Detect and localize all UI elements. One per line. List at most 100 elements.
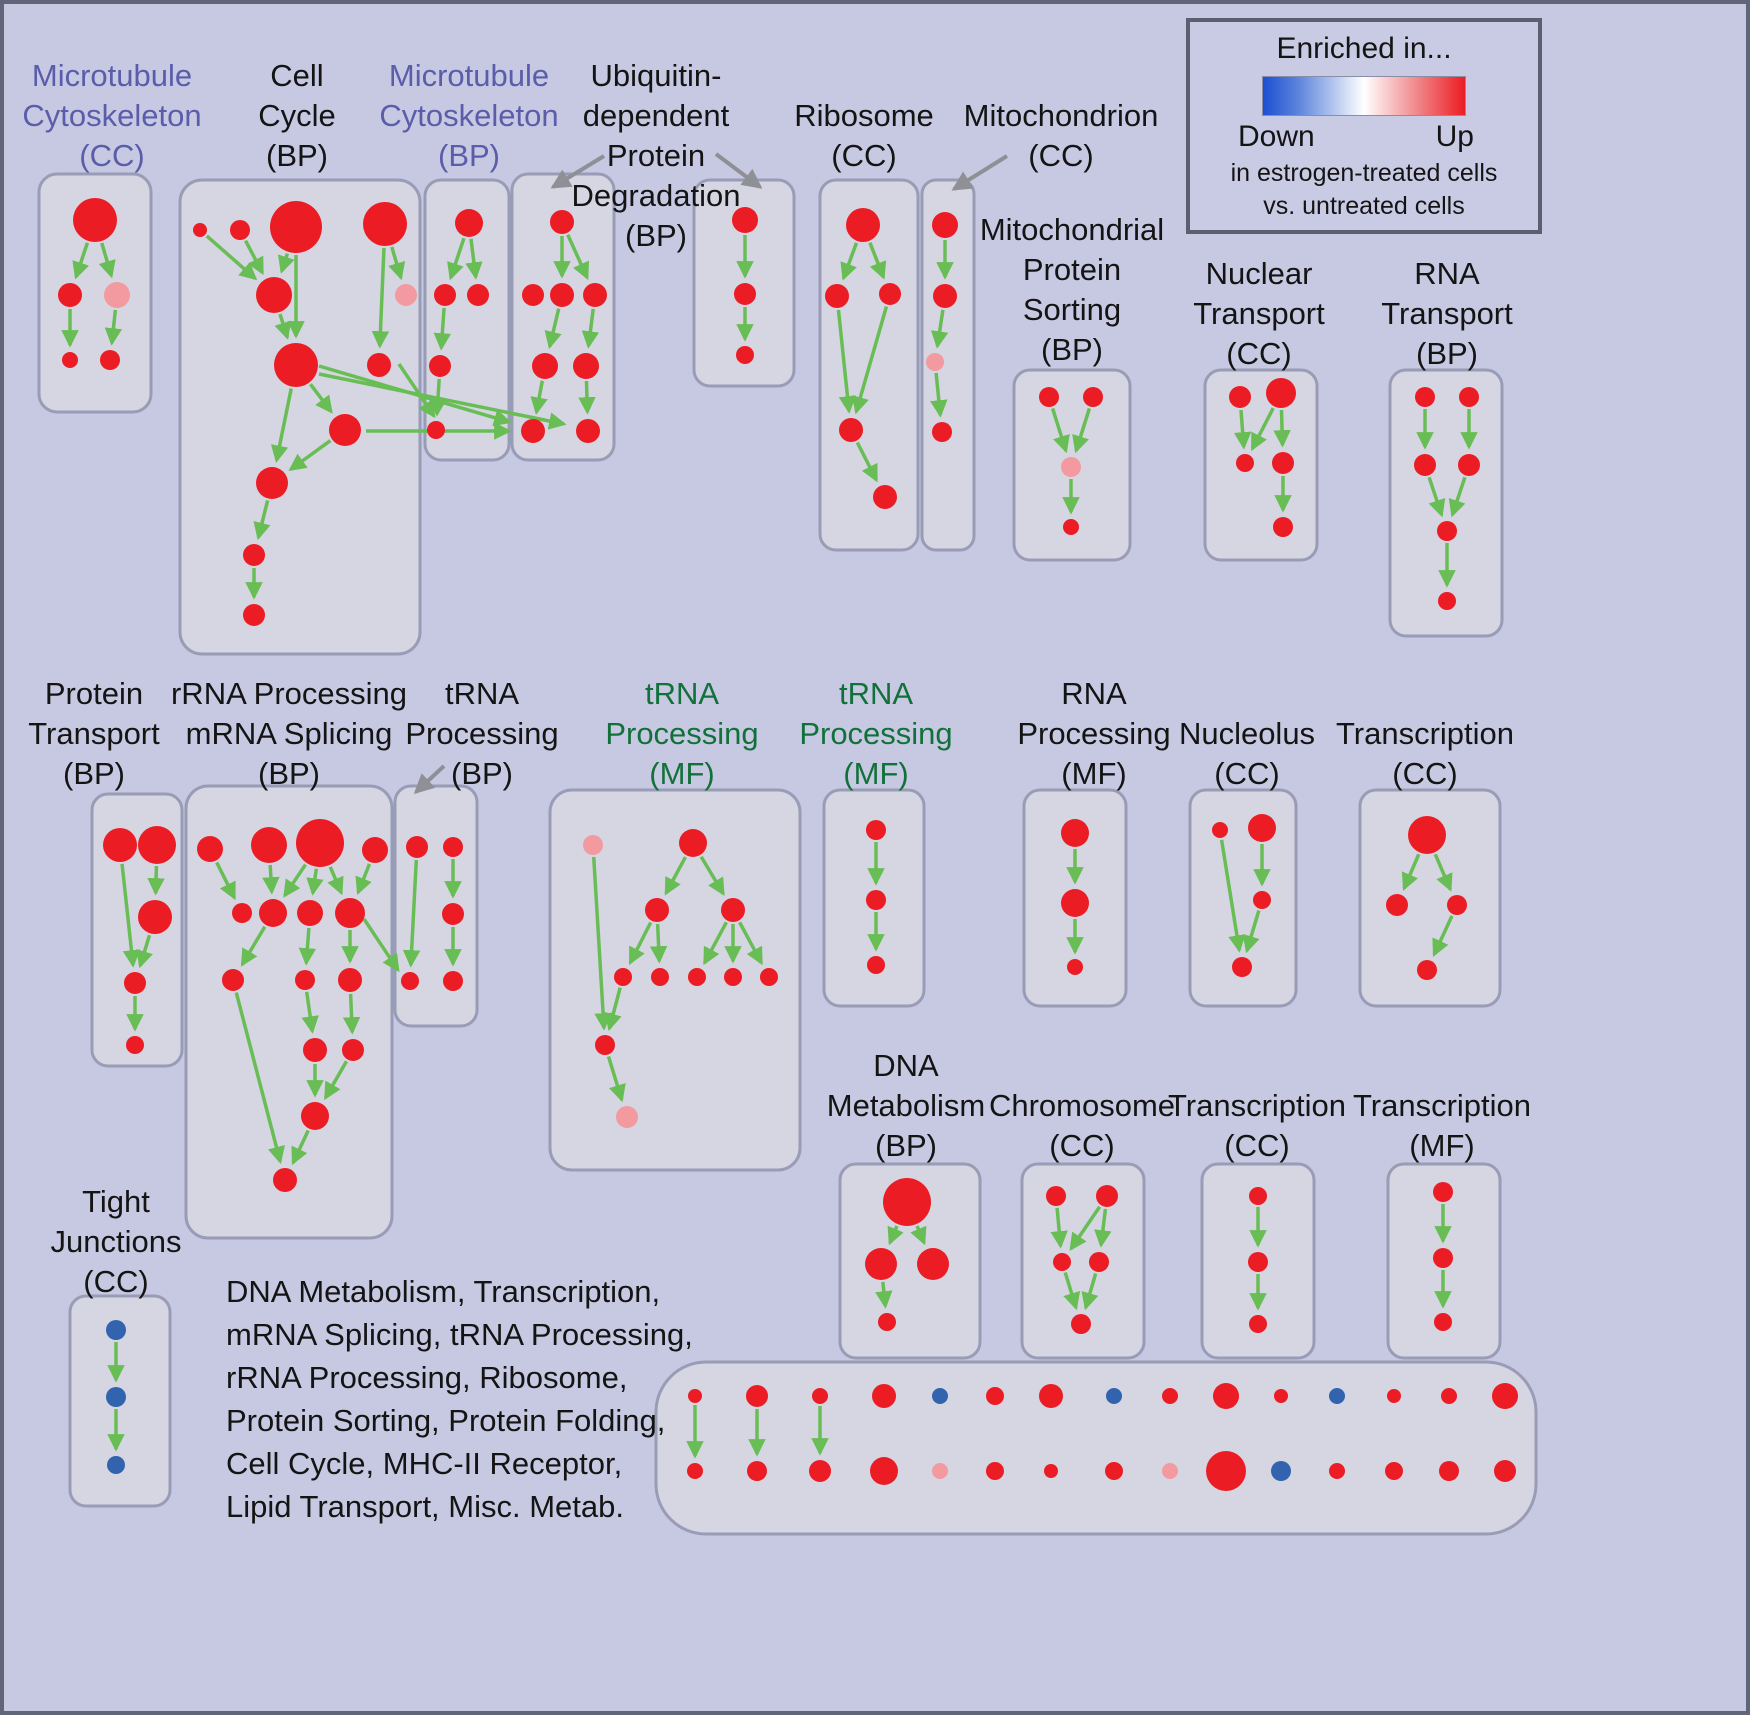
edge-cell-cycle-bp-3-5 <box>388 246 406 281</box>
go-term-node-ribosome-cc-1 <box>825 284 849 308</box>
go-term-node-rna-transport-bp-2 <box>1414 454 1436 476</box>
edge-trna-processing-mf-large-0-9 <box>591 856 612 1031</box>
go-term-node-chromosome-cc-3 <box>1089 1252 1109 1272</box>
pointer-arrow-0 <box>550 154 606 189</box>
cross-edge-1 <box>318 372 567 430</box>
go-term-node-dna-metabolism-bp-1 <box>865 1248 897 1280</box>
go-term-node-transcription-cc-bottom-1 <box>1248 1252 1268 1272</box>
legend-subtitle-line1: in estrogen-treated cells <box>1230 159 1498 187</box>
cluster-box-nuclear-transport-cc <box>1203 368 1319 562</box>
edge-ribosome-cc-0-1 <box>840 242 859 281</box>
go-term-node-ubiquitin-degradation-bp-a-0 <box>550 210 574 234</box>
legend-gradient-bar <box>1262 76 1466 116</box>
edge-ubiquitin-degradation-bp-a-4-6 <box>530 380 548 415</box>
go-term-node-misc-terms-23 <box>1162 1463 1178 1479</box>
go-term-node-trna-processing-bp-0 <box>406 836 428 858</box>
go-term-node-cell-cycle-bp-4 <box>256 277 292 313</box>
edge-ubiquitin-degradation-bp-a-2-4 <box>544 308 562 350</box>
go-term-node-rrna-processing-mrna-splicing-bp-10 <box>338 968 362 992</box>
legend-down-label: Down <box>1238 120 1315 153</box>
go-term-node-microtubule-cytoskeleton-bp-1 <box>434 284 456 306</box>
pointer-arrow-3 <box>413 764 446 795</box>
go-term-node-cell-cycle-bp-0 <box>193 223 207 237</box>
go-term-node-misc-terms-4 <box>932 1388 948 1404</box>
pointer-arrow-2 <box>951 154 1009 191</box>
go-term-node-nucleolus-cc-2 <box>1253 891 1271 909</box>
cluster-box-nucleolus-cc <box>1188 788 1298 1008</box>
edge-rrna-processing-mrna-splicing-bp-2-5 <box>283 863 307 898</box>
go-term-node-misc-terms-21 <box>1044 1464 1058 1478</box>
go-term-node-mitochondrion-cc-0 <box>932 212 958 238</box>
go-term-node-misc-terms-6 <box>1039 1384 1063 1408</box>
go-term-node-trna-processing-mf-large-9 <box>595 1035 615 1055</box>
misc-cluster-caption: DNA Metabolism, Transcription, mRNA Spli… <box>226 1270 696 1528</box>
go-term-node-misc-terms-1 <box>746 1385 768 1407</box>
go-term-node-trna-processing-mf-large-3 <box>721 898 745 922</box>
go-term-node-mitochondrion-cc-1 <box>933 284 957 308</box>
go-term-node-dna-metabolism-bp-2 <box>917 1248 949 1280</box>
go-term-node-trna-processing-mf-small-0 <box>866 820 886 840</box>
legend-subtitle-line2: vs. untreated cells <box>1263 192 1465 220</box>
go-term-node-cell-cycle-bp-10 <box>243 544 265 566</box>
edge-ribosome-cc-0-2 <box>868 242 887 280</box>
go-term-node-protein-transport-bp-0 <box>103 828 137 862</box>
edge-nuclear-transport-cc-0-2 <box>1233 409 1252 450</box>
go-term-node-rrna-processing-mrna-splicing-bp-2 <box>296 819 344 867</box>
go-term-node-cell-cycle-bp-8 <box>329 414 361 446</box>
go-term-node-misc-terms-26 <box>1329 1463 1345 1479</box>
go-term-node-ribosome-cc-4 <box>873 485 897 509</box>
edge-microtubule-cytoskeleton-bp-3-4 <box>429 378 447 417</box>
edge-cell-cycle-bp-6-9 <box>270 388 293 464</box>
caption-line: Lipid Transport, Misc. Metab. <box>226 1489 624 1524</box>
go-term-node-mitochondrial-protein-sorting-bp-0 <box>1039 387 1059 407</box>
go-term-node-mitochondrion-cc-2 <box>926 353 944 371</box>
edge-dna-metabolism-bp-0-2 <box>910 1225 927 1246</box>
edge-cell-cycle-bp-0-4 <box>205 234 258 281</box>
edge-trna-processing-mf-large-4-9 <box>604 987 622 1032</box>
edge-rrna-processing-mrna-splicing-bp-13-14 <box>291 1129 310 1166</box>
go-term-node-cell-cycle-bp-9 <box>256 467 288 499</box>
go-term-node-ribosome-cc-2 <box>879 283 901 305</box>
go-term-node-trna-processing-mf-large-7 <box>724 968 742 986</box>
edge-mitochondrial-protein-sorting-bp-0-2 <box>1050 407 1070 454</box>
cluster-box-mitochondrion-cc <box>920 178 976 552</box>
edge-rrna-processing-mrna-splicing-bp-10-12 <box>342 993 361 1035</box>
go-term-node-misc-terms-0 <box>688 1389 702 1403</box>
pointer-arrow-1 <box>714 152 763 189</box>
edge-dna-metabolism-bp-1-3 <box>875 1281 893 1309</box>
go-term-node-trna-processing-mf-large-4 <box>614 968 632 986</box>
go-term-node-trna-processing-mf-small-2 <box>867 956 885 974</box>
go-term-node-tight-junctions-cc-2 <box>107 1456 125 1474</box>
edge-rrna-processing-mrna-splicing-bp-9-11 <box>301 991 319 1034</box>
go-term-node-protein-transport-bp-3 <box>124 972 146 994</box>
go-term-node-microtubule-cytoskeleton-cc-1 <box>58 283 82 307</box>
go-term-node-transcription-cc-bottom-0 <box>1249 1187 1267 1205</box>
go-term-node-protein-transport-bp-2 <box>138 900 172 934</box>
edge-nuclear-transport-cc-1-3 <box>1273 409 1291 448</box>
edge-trna-processing-mf-large-1-3 <box>699 855 725 896</box>
edge-cell-cycle-bp-6-8 <box>309 383 333 414</box>
go-term-node-microtubule-cytoskeleton-bp-2 <box>467 284 489 306</box>
go-term-node-transcription-cc-mid-0 <box>1408 816 1446 854</box>
edge-ubiquitin-degradation-bp-a-3-5 <box>581 308 600 349</box>
edge-rrna-processing-mrna-splicing-bp-2-6 <box>306 868 324 896</box>
edge-trna-processing-bp-0-3 <box>402 859 421 968</box>
go-term-node-misc-terms-27 <box>1385 1462 1403 1480</box>
edge-dna-metabolism-bp-0-1 <box>887 1225 904 1246</box>
legend-up-label: Up <box>1435 120 1474 153</box>
go-term-node-rrna-processing-mrna-splicing-bp-0 <box>197 836 223 862</box>
edge-trna-processing-mf-large-3-6 <box>703 921 728 966</box>
go-term-node-cell-cycle-bp-6 <box>274 343 318 387</box>
go-term-node-nuclear-transport-cc-2 <box>1236 454 1254 472</box>
cluster-label-transcription-mf: Transcription(MF) <box>1353 1088 1531 1163</box>
cluster-label-transcription-cc-mid: Transcription(CC) <box>1336 716 1514 791</box>
go-term-node-nuclear-transport-cc-1 <box>1266 378 1296 408</box>
go-term-node-misc-terms-16 <box>747 1461 767 1481</box>
go-term-node-rrna-processing-mrna-splicing-bp-5 <box>259 899 287 927</box>
go-term-node-ubiquitin-degradation-bp-a-4 <box>532 353 558 379</box>
cluster-label-mitochondrion-cc: Mitochondrion(CC) <box>964 98 1159 173</box>
